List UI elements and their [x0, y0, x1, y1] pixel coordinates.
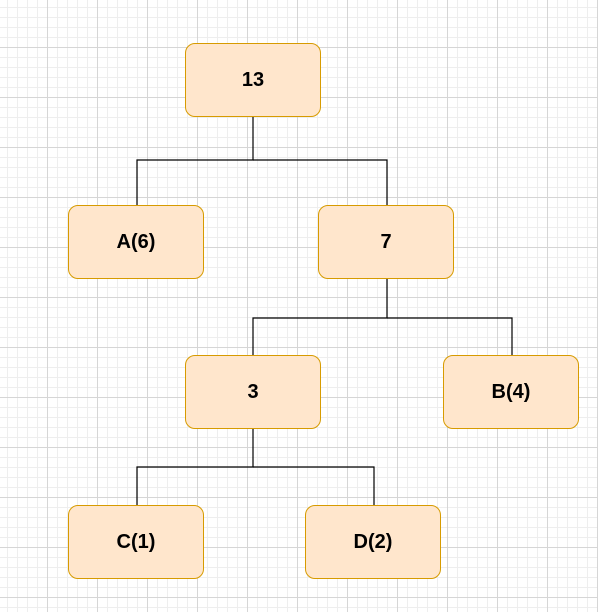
tree-node-d[interactable]: D(2) — [305, 505, 441, 579]
tree-node-b[interactable]: B(4) — [443, 355, 579, 429]
node-label-d: D(2) — [353, 530, 393, 553]
tree-node-root[interactable]: 13 — [185, 43, 321, 117]
node-label-a: A(6) — [116, 230, 156, 253]
node-label-root: 13 — [241, 68, 265, 91]
edge-root-7 — [253, 159, 388, 205]
node-label-c: C(1) — [116, 530, 156, 553]
tree-node-three[interactable]: 3 — [185, 355, 321, 429]
tree-node-seven[interactable]: 7 — [318, 205, 454, 279]
node-label-three: 3 — [247, 380, 259, 403]
node-label-b: B(4) — [491, 380, 531, 403]
tree-node-a[interactable]: A(6) — [68, 205, 204, 279]
edge-7-3 — [252, 279, 388, 355]
tree-node-c[interactable]: C(1) — [68, 505, 204, 579]
edge-root-a — [136, 117, 254, 205]
node-label-seven: 7 — [380, 230, 392, 253]
edge-3-c — [136, 429, 254, 505]
edge-7-b — [387, 317, 513, 355]
edge-3-d — [253, 466, 375, 505]
